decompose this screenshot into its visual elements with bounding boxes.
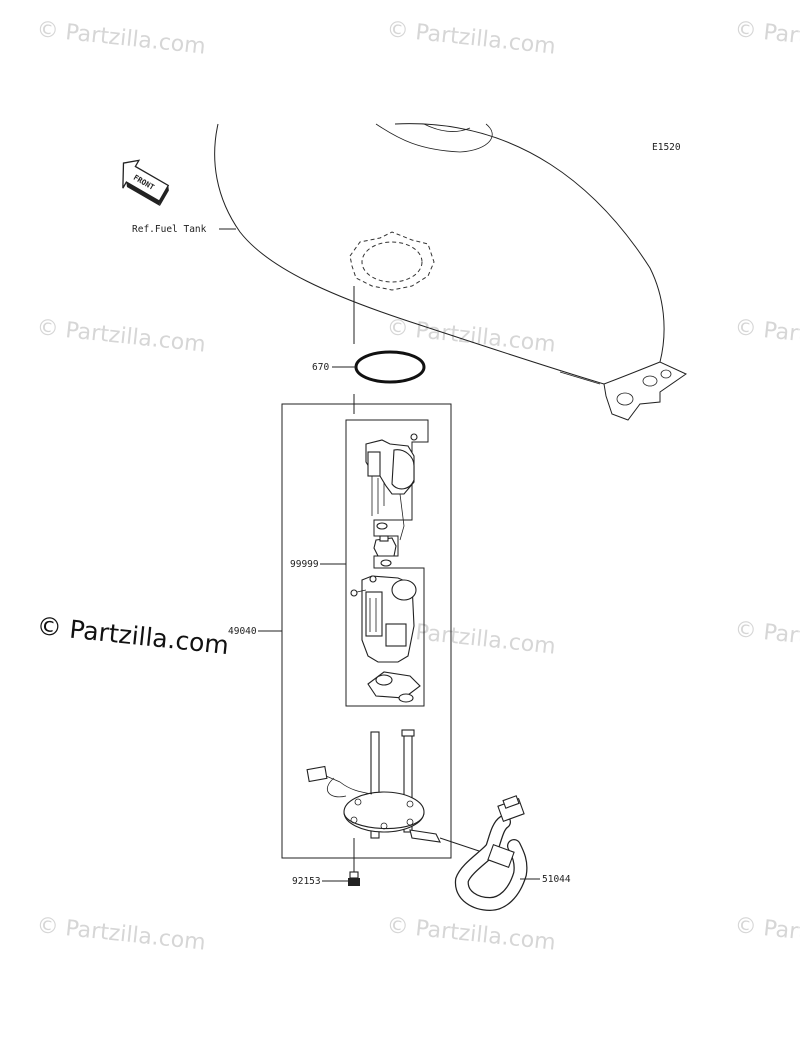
front-arrow-icon: FRONT [122, 159, 170, 207]
bolt[interactable] [348, 871, 360, 886]
small-o-ring[interactable] [376, 522, 388, 530]
label-51044[interactable]: 51044 [542, 874, 571, 885]
watermark: © Partzilla.com [385, 913, 556, 956]
assembly-bracket [281, 403, 452, 859]
watermark: © Partzilla.com [733, 617, 800, 660]
watermark: © Partzilla.com [733, 17, 800, 60]
wiring-connector[interactable] [306, 765, 373, 798]
kit-outline [345, 419, 429, 707]
watermark: © Partzilla.com [35, 315, 206, 358]
fuel-strainer[interactable] [367, 671, 421, 703]
watermark: © Partzilla.com [385, 315, 556, 358]
label-49040[interactable]: 49040 [228, 626, 257, 637]
watermark: © Partzilla.com [733, 315, 800, 358]
watermark: © Partzilla.com [35, 17, 206, 60]
check-valve[interactable] [373, 535, 397, 557]
ref-fuel-tank-label: Ref.Fuel Tank [132, 224, 207, 235]
fuel-tank [214, 123, 688, 421]
pump-flange[interactable] [343, 729, 495, 857]
fuel-hose[interactable] [454, 795, 528, 912]
fuel-pump[interactable] [350, 575, 417, 663]
watermark: © Partzilla.com [733, 913, 800, 956]
watermark: © Partzilla.com [385, 17, 556, 60]
label-92153[interactable]: 92153 [292, 876, 321, 887]
watermark-large: © Partzilla.com [35, 611, 230, 660]
label-99999[interactable]: 99999 [290, 559, 319, 570]
label-670[interactable]: 670 [312, 362, 329, 373]
small-o-ring[interactable] [380, 559, 392, 567]
watermark: © Partzilla.com [35, 913, 206, 956]
pressure-regulator[interactable] [365, 433, 418, 541]
o-ring[interactable] [354, 350, 426, 384]
diagram-code: E1520 [652, 142, 681, 153]
